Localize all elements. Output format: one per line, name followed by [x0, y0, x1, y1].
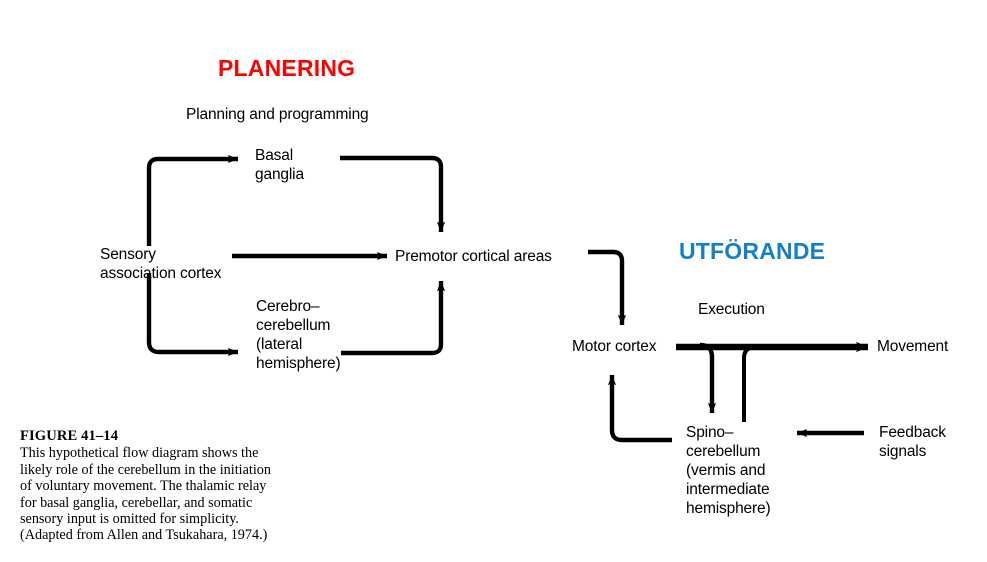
- edge-basal-ganglia-to-premotor: [340, 155, 446, 233]
- figure-caption-body: This hypothetical flow diagram shows the…: [20, 445, 271, 544]
- edge-motor-cortex-to-spinocerebellum: [699, 342, 717, 414]
- node-basal-ganglia: Basal ganglia: [255, 147, 304, 183]
- node-movement: Movement: [877, 338, 949, 355]
- subtitle-planning-and-programming: Planning and programming: [186, 106, 369, 123]
- edge-sensory-to-cerebrocerebellum: [146, 273, 239, 357]
- edge-premotor-to-motor-cortex: [588, 249, 627, 326]
- edge-spinocerebellum-to-motor-cortex: [607, 374, 672, 443]
- edge-cerebrocerebellum-to-premotor: [341, 280, 446, 356]
- node-motor-cortex: Motor cortex: [572, 338, 657, 355]
- node-premotor-cortical-areas: Premotor cortical areas: [395, 248, 552, 265]
- edge-sensory-to-basal-ganglia: [146, 154, 239, 246]
- figure-caption-title: FIGURE 41–14: [20, 428, 119, 444]
- node-feedback-signals: Feedback signals: [879, 424, 946, 460]
- subtitle-execution: Execution: [698, 301, 765, 318]
- phase-heading-utforande: UTFÖRANDE: [679, 238, 826, 264]
- edge-spinocerebellum-to-movement-pathway: [742, 345, 757, 422]
- node-spino-cerebellum: Spino– cerebellum (vermis and intermedia…: [686, 424, 771, 517]
- node-cerebro-cerebellum: Cerebro– cerebellum (lateral hemisphere): [256, 298, 341, 372]
- phase-heading-planering: PLANERING: [218, 55, 356, 81]
- figure-caption: FIGURE 41–14 This hypothetical flow diag…: [20, 428, 282, 544]
- node-sensory-association-cortex: Sensory association cortex: [100, 246, 222, 282]
